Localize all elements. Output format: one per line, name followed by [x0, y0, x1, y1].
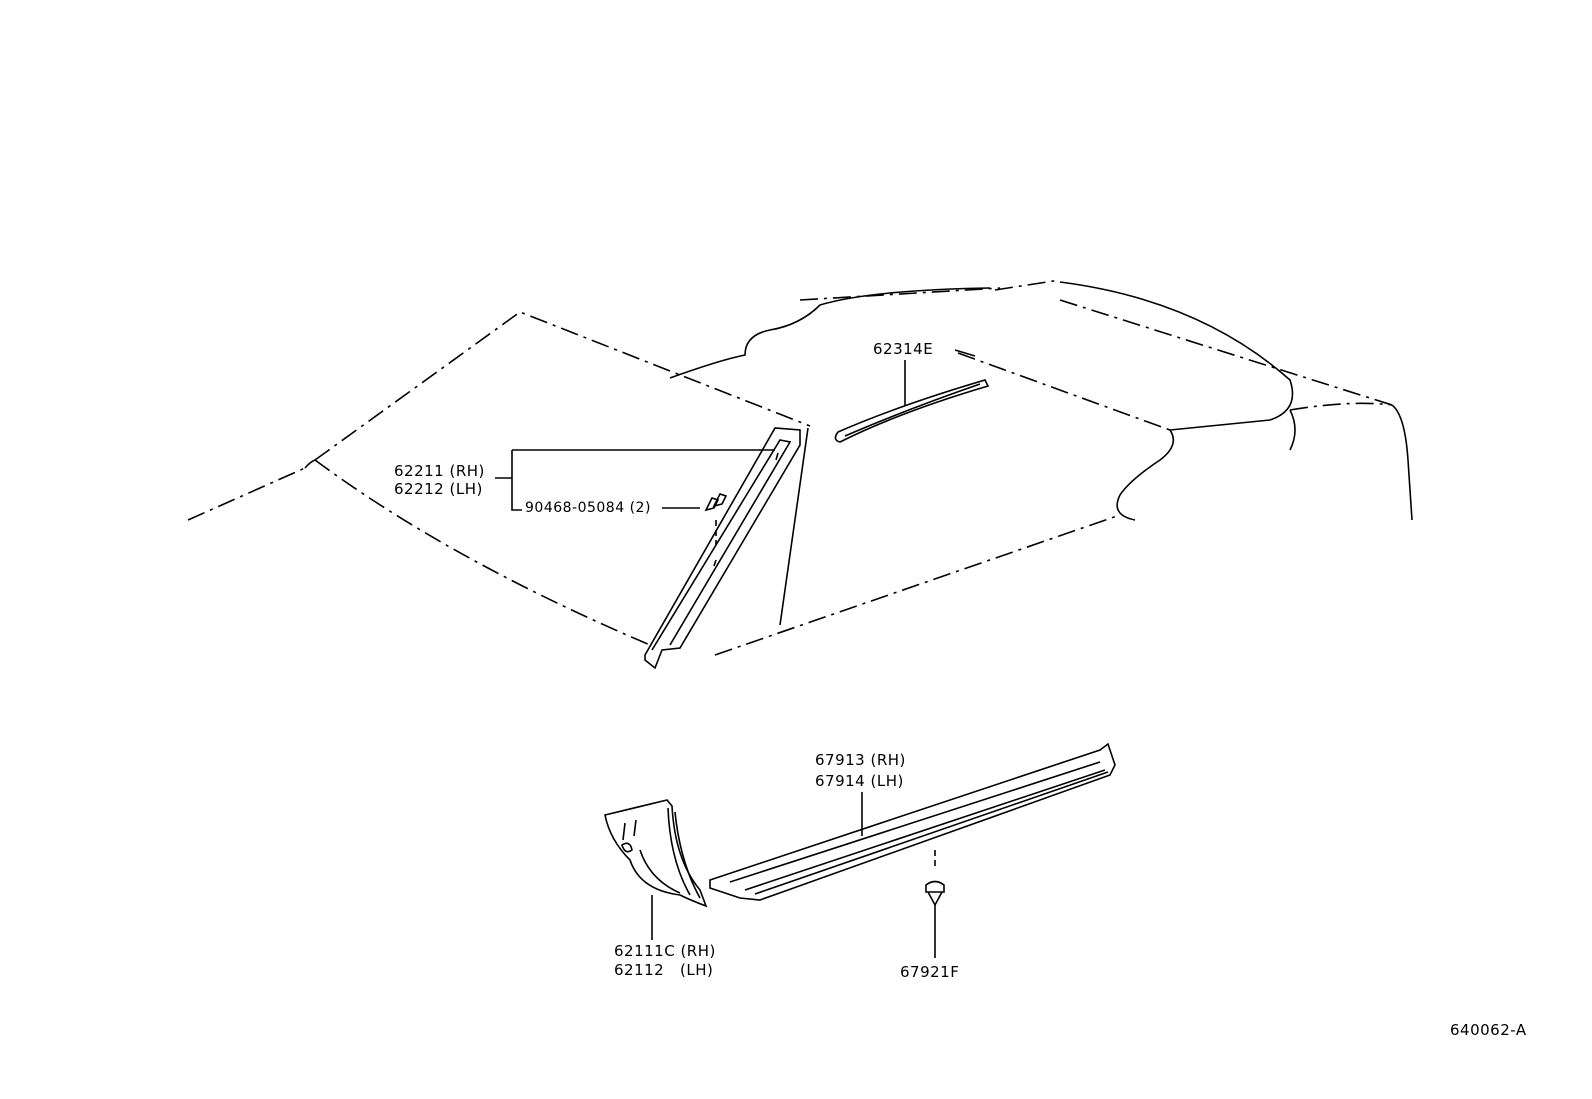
part-label-62111C: 62111C (RH): [614, 942, 716, 960]
clip-67921F: [925, 880, 945, 907]
car-body-outline: [187, 279, 1393, 656]
leader-lines: [495, 349, 976, 958]
car-body-solid: [304, 281, 1413, 626]
clip-90468: [704, 493, 728, 545]
part-label-67921F: 67921F: [900, 963, 960, 981]
diagram-id: 640062-A: [1450, 1021, 1527, 1039]
kick-panel-62111C: [604, 799, 708, 908]
part-label-62314E: 62314E: [873, 340, 934, 358]
part-label-90468: 90468-05084 (2): [525, 500, 651, 516]
part-label-62112: 62112 (LH): [614, 961, 714, 979]
part-label-62212: 62212 (LH): [394, 480, 483, 498]
part-label-67913: 67913 (RH): [815, 751, 906, 769]
part-label-62211: 62211 (RH): [394, 462, 485, 480]
scuff-plate-67913: [709, 742, 1116, 901]
roof-molding-62314E: [834, 379, 990, 443]
a-pillar-garnish-62211: [644, 427, 801, 670]
part-label-67914: 67914 (LH): [815, 772, 904, 790]
